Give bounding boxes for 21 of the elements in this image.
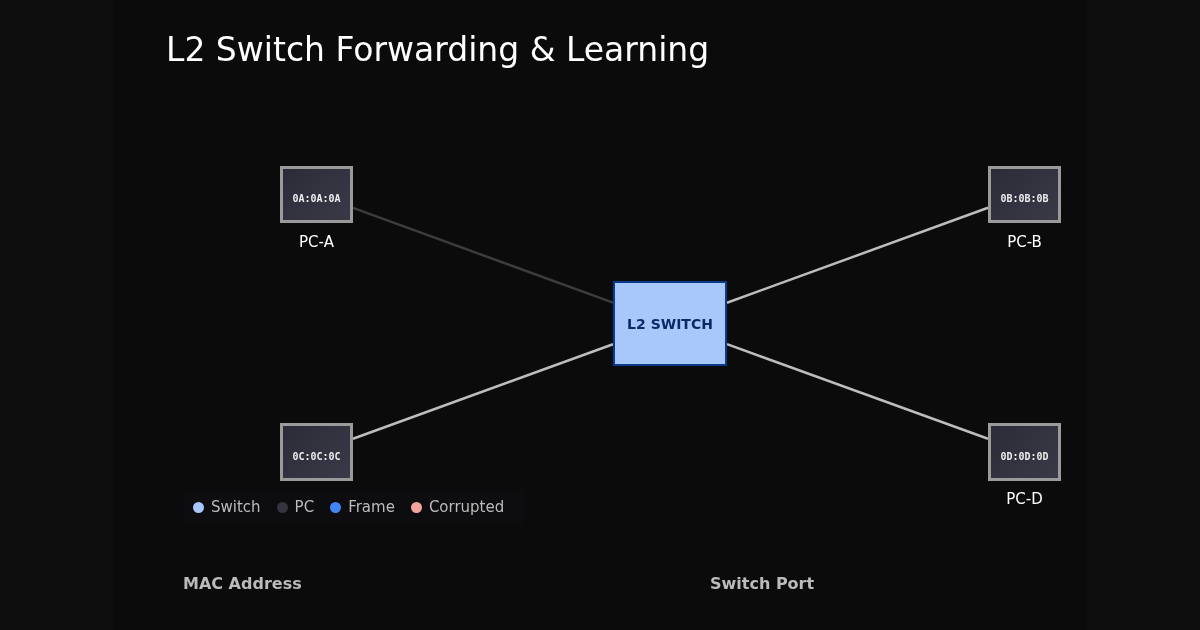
column-heading: Switch Port [710,574,815,593]
pc-name: PC-D [1006,490,1043,508]
switch-label: L2 SWITCH [627,315,713,332]
mac-address: 0B:0B:0B [1000,193,1049,204]
connector-line [352,343,614,440]
pc-box [280,423,353,481]
legend-label: Switch [211,498,261,516]
column-heading: MAC Address [183,574,302,593]
mac-address: 0A:0A:0A [292,193,341,204]
connector-line [726,343,989,440]
pc-name: PC-B [1007,233,1042,251]
mac-address: 0D:0D:0D [1000,450,1049,462]
connector-line [726,206,989,304]
legend-label: Frame [348,498,395,516]
title: L2 Switch Forwarding & Learning [166,30,710,69]
connector-line [352,206,614,304]
legend-label: PC [294,498,315,516]
switch-box [613,281,727,366]
pc-name: PC-A [299,233,334,251]
mac-address: 0C:0C:0C [292,450,341,462]
legend-label: Corrupted [428,498,505,516]
